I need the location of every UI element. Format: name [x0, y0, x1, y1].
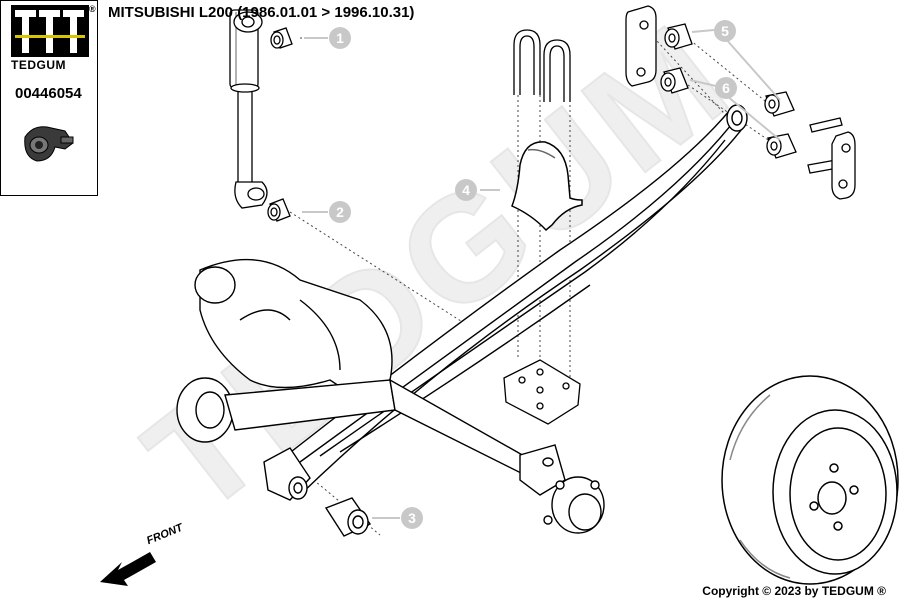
callout-4: 4: [455, 179, 477, 201]
shackle-bushing-6b: [766, 133, 797, 159]
shock-absorber: [229, 9, 268, 209]
callout-1-label: 1: [336, 30, 344, 46]
part-number: 00446054: [15, 85, 82, 102]
front-arrow-icon: [100, 552, 156, 586]
rear-axle-differential: [176, 258, 605, 534]
callout-3: 3: [401, 507, 423, 529]
callout-3-label: 3: [408, 510, 416, 526]
spring-plate: [503, 359, 581, 425]
wheel: [721, 375, 899, 585]
spring-bump-rubber: [511, 141, 583, 232]
callout-5: 5: [714, 20, 736, 42]
copyright-notice: Copyright © 2023 by TEDGUM ®: [702, 584, 886, 598]
callout-2-label: 2: [336, 204, 344, 220]
shackle-bushing-6a: [660, 67, 689, 94]
callout-2: 2: [329, 201, 351, 223]
tedgum-logo-icon: [11, 5, 89, 57]
bushing-thumbnail-icon: [24, 126, 74, 162]
spring-eye-bushing: [324, 497, 372, 537]
shock-bushing-upper: [270, 27, 293, 49]
shock-bushing-lower: [267, 198, 291, 222]
callout-5-label: 5: [721, 23, 729, 39]
callout-leaders: [302, 29, 781, 519]
brand-panel: ® TEDGUM 00446054: [0, 0, 98, 196]
u-bolts: [513, 29, 571, 102]
callout-6-label: 6: [722, 80, 730, 96]
shackle-bushing-5b: [764, 91, 795, 117]
registered-mark: ®: [89, 4, 96, 14]
brand-name: TEDGUM: [11, 58, 66, 72]
callout-1: 1: [329, 27, 351, 49]
shackle-bushing-5a: [664, 23, 693, 50]
shackle-plate-rear: [625, 5, 657, 87]
page-title: MITSUBISHI L200 (1986.01.01 > 1996.10.31…: [108, 4, 415, 21]
callout-6: 6: [715, 77, 737, 99]
callout-4-label: 4: [462, 182, 470, 198]
shackle-plate-front: [807, 117, 856, 200]
